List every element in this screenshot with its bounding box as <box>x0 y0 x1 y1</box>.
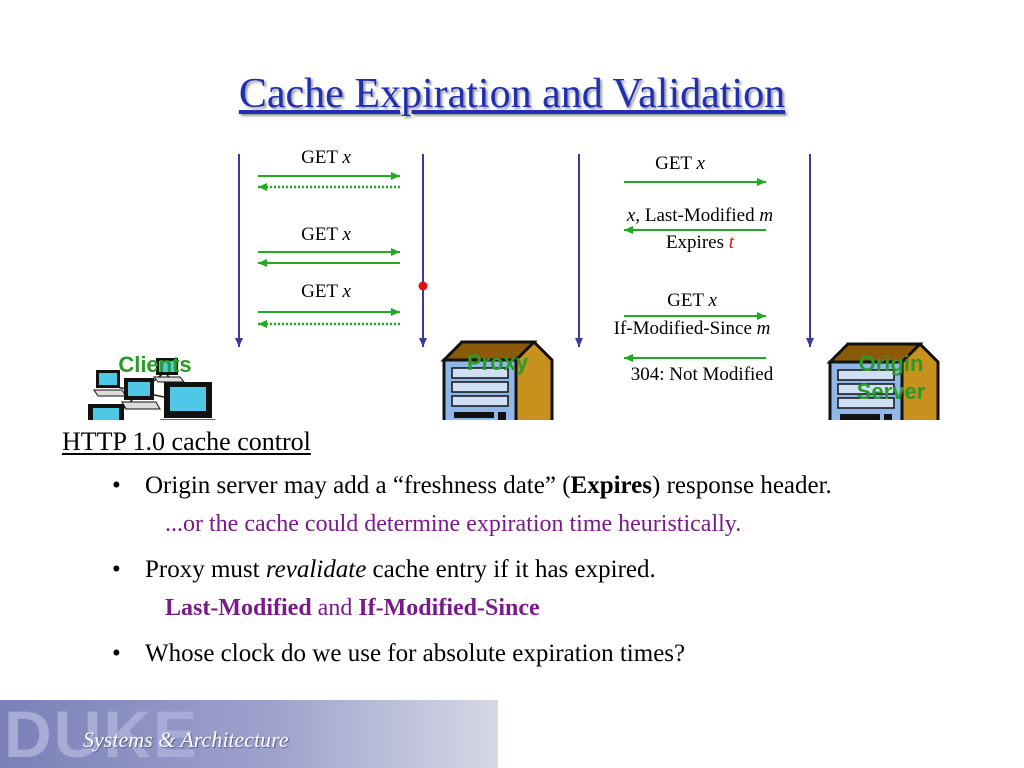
msg-right-ims: If-Modified-Since m <box>592 318 792 340</box>
msg-object: x <box>342 224 351 245</box>
msg-right-last-modified: x, Last-Modified m <box>600 205 800 227</box>
msg-header: If-Modified-Since <box>613 318 752 339</box>
sub-bullet-2: Last-Modified and If-Modified-Since <box>165 595 540 622</box>
msg-method: GET <box>301 147 338 168</box>
msg-method: GET <box>655 153 692 174</box>
msg-m: m <box>756 318 771 339</box>
proxy-server-icon <box>440 340 554 420</box>
section-title: HTTP 1.0 cache control <box>62 427 311 456</box>
bullet-text: ) response header. <box>652 472 832 499</box>
msg-object: x <box>342 147 351 168</box>
msg-right-304: 304: Not Modified <box>630 364 774 385</box>
footer-logo: DUKE <box>4 700 200 768</box>
msg-header: , Last-Modified <box>635 205 755 226</box>
footer-banner: DUKE Systems & Architecture <box>0 700 498 768</box>
bullet-italic: revalidate <box>265 556 367 583</box>
clients-computers-icon <box>88 358 216 420</box>
origin-server-icon <box>826 342 940 420</box>
bullet-text: Origin server may add a “freshness date”… <box>145 472 571 499</box>
msg-left-get3: GET x <box>270 281 382 303</box>
bullet-text: cache entry if it has expired. <box>366 556 656 583</box>
msg-right-get1: GET x <box>624 153 736 175</box>
origin-label-line2: Server <box>856 379 926 404</box>
msg-header: Expires <box>665 232 724 253</box>
bullet-text: Whose clock do we use for absolute expir… <box>145 640 686 667</box>
msg-left-get1: GET x <box>270 147 382 169</box>
cache-diagram <box>88 154 940 420</box>
bullet-text: Proxy must <box>145 556 266 583</box>
sub-text: and <box>311 595 359 621</box>
proxy-label: Proxy <box>466 350 529 375</box>
msg-t: t <box>728 232 735 253</box>
msg-object: x <box>708 290 717 311</box>
bullet-1: • Origin server may add a “freshness date… <box>112 472 832 500</box>
slide-title: Cache Expiration and Validation <box>238 71 786 117</box>
msg-right-expires: Expires t <box>640 232 760 254</box>
msg-method: GET <box>667 290 704 311</box>
footer-subtitle: Systems & Architecture <box>83 727 289 752</box>
bullet-2: • Proxy must revalidate cache entry if it… <box>112 556 656 584</box>
origin-server-label: Origin Server <box>835 350 947 406</box>
msg-object: x <box>626 205 636 226</box>
msg-object: x <box>696 153 705 174</box>
msg-object: x <box>342 281 351 302</box>
msg-method: GET <box>301 281 338 302</box>
bullet-dot: • <box>112 472 121 499</box>
origin-label-line1: Origin <box>858 351 924 376</box>
sub-bold: Last-Modified <box>165 595 312 621</box>
bullet-dot: • <box>112 556 121 583</box>
bullet-dot: • <box>112 640 121 667</box>
msg-left-get2: GET x <box>270 224 382 246</box>
sub-bold: If-Modified-Since <box>358 595 540 621</box>
bullet-bold: Expires <box>570 472 653 499</box>
bullet-3: • Whose clock do we use for absolute expi… <box>112 640 685 668</box>
clients-label: Clients <box>118 352 192 377</box>
msg-method: GET <box>301 224 338 245</box>
msg-m: m <box>759 205 774 226</box>
sub-bullet-1: ...or the cache could determine expirati… <box>165 511 742 537</box>
expiry-marker <box>418 281 428 291</box>
msg-right-get2: GET x <box>636 290 748 312</box>
